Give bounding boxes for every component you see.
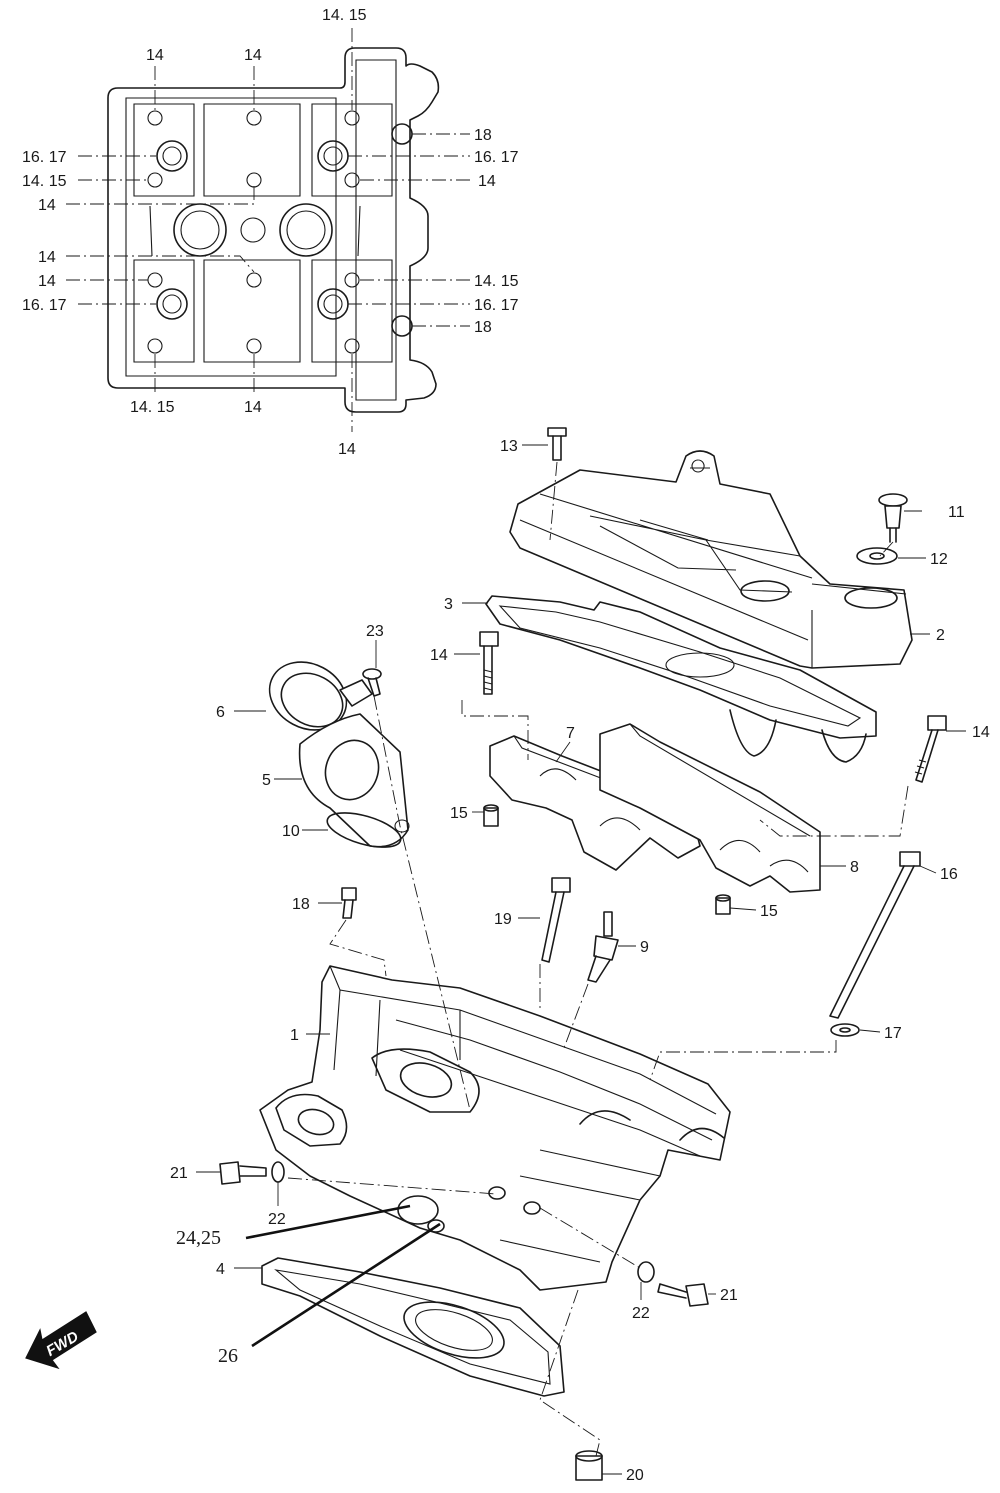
callout-4: 4: [216, 1261, 225, 1278]
callout-10: 10: [282, 823, 300, 840]
callout-top-14-b: 14: [244, 47, 262, 64]
callout-11: 11: [948, 504, 965, 521]
washer-22-right: [637, 1261, 655, 1283]
callout-18: 18: [292, 896, 310, 913]
callout-3: 3: [444, 596, 453, 613]
callout-7: 7: [566, 725, 575, 742]
callout-leaders: [196, 444, 966, 1475]
fwd-arrow: FWD: [25, 1311, 97, 1370]
callout-15-right: 15: [760, 903, 778, 920]
cover-washer-12: [856, 547, 898, 565]
camshaft-holder-7: [489, 735, 701, 871]
bolt-21-left: [219, 1161, 267, 1185]
callout-16: 16: [940, 866, 958, 883]
callout-26: 26: [218, 1345, 238, 1367]
callout-19: 19: [494, 911, 512, 928]
screw-23: [362, 668, 382, 697]
callout-top-14-a: 14: [146, 47, 164, 64]
assembly-alignment-lines: [287, 461, 909, 1457]
washer-22-left: [271, 1161, 285, 1183]
callout-15-left: 15: [450, 805, 468, 822]
callout-left-14-a: 14: [38, 197, 56, 214]
callout-5: 5: [262, 772, 271, 789]
dowel-20: [575, 1450, 603, 1481]
bolt-18: [341, 887, 357, 919]
through-bolt-16: [829, 851, 921, 1019]
callout-22-right: 22: [632, 1305, 650, 1322]
cylinder-head-1: [259, 965, 731, 1291]
callout-6: 6: [216, 704, 225, 721]
callout-9: 9: [640, 939, 649, 956]
long-bolt-14-right: [914, 715, 947, 783]
callout-left-14-15: 14. 15: [22, 173, 67, 190]
callout-20: 20: [626, 1467, 644, 1484]
washer-17: [830, 1023, 860, 1037]
cylinder-head-cover: [509, 450, 913, 669]
callout-left-14-c: 14: [38, 273, 56, 290]
callout-bottom-14-b: 14: [338, 441, 356, 458]
callout-right-18-a: 18: [474, 127, 492, 144]
head-gasket-4: [261, 1257, 565, 1397]
o-ring-10: [326, 812, 402, 848]
callout-22-left: 22: [268, 1211, 286, 1228]
callout-left-14-b: 14: [38, 249, 56, 266]
callout-left-16-17-b: 16. 17: [22, 297, 67, 314]
callout-bottom-14-15: 14. 15: [130, 399, 175, 416]
callout-8: 8: [850, 859, 859, 876]
callout-21-right: 21: [720, 1287, 738, 1304]
intake-pipe-5: [298, 713, 410, 848]
callout-bottom-14-a: 14: [244, 399, 262, 416]
callout-2: 2: [936, 627, 945, 644]
spark-plug-9: [587, 911, 619, 983]
callout-17: 17: [884, 1025, 902, 1042]
callout-right-14-a: 14: [478, 173, 496, 190]
callout-right-14-15: 14. 15: [474, 273, 519, 290]
callout-24-25: 24,25: [176, 1227, 221, 1249]
callout-right-16-17-a: 16. 17: [474, 149, 519, 166]
callout-13: 13: [500, 438, 518, 455]
bolt-21-right: [657, 1283, 709, 1307]
callout-14-left: 14: [430, 647, 448, 664]
camshaft-holder-8: [599, 723, 821, 893]
callout-top-14-15: 14. 15: [322, 7, 367, 24]
callout-21-left: 21: [170, 1165, 188, 1182]
callout-14-right: 14: [972, 724, 990, 741]
callout-right-18-b: 18: [474, 319, 492, 336]
dowel-pin-15-left: [483, 804, 499, 827]
callout-left-16-17-a: 16. 17: [22, 149, 67, 166]
intake-clamp-6: [268, 661, 373, 731]
callout-23: 23: [366, 623, 384, 640]
bolt-pattern-plan-view: [66, 28, 470, 432]
callout-1: 1: [290, 1027, 299, 1044]
callout-12: 12: [930, 551, 948, 568]
dowel-pin-15-right: [715, 894, 731, 915]
cover-grommet-bolt-11: [878, 493, 908, 543]
bolt-19: [541, 877, 571, 963]
cover-bolt-13: [547, 427, 567, 461]
cover-gasket-3: [485, 595, 877, 763]
callout-right-16-17-b: 16. 17: [474, 297, 519, 314]
long-bolt-14-left: [479, 631, 499, 695]
